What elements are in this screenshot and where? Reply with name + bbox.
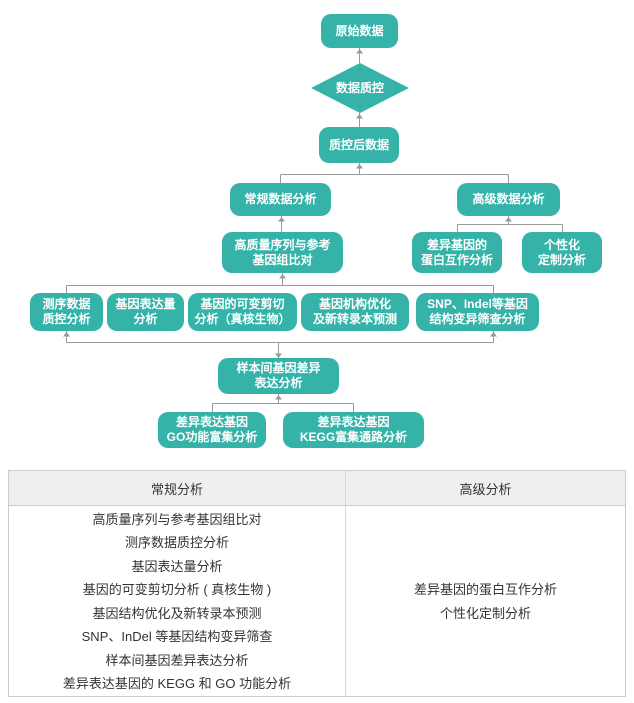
node-go-enrichment: 差异表达基因 GO功能富集分析 [158, 412, 266, 448]
table-row: 差异基因的蛋白互作分析 [413, 581, 557, 597]
node-advanced-analysis: 高级数据分析 [457, 183, 560, 216]
table-row: 差异表达基因的 KEGG 和 GO 功能分析 [62, 676, 292, 691]
table-header-regular: 常规分析 [9, 471, 346, 505]
arrowheads [63, 49, 512, 400]
table-row: 基因结构优化及新转录本预测 [92, 605, 262, 621]
table-body-row: 高质量序列与参考基因组比对 测序数据质控分析 基因表达量分析 基因的可变剪切分析… [9, 506, 625, 697]
node-gene-expression: 基因表达量 分析 [107, 293, 184, 331]
node-snp-indel: SNP、Indel等基因 结构变异筛查分析 [416, 293, 539, 331]
table-row: 基因的可变剪切分析 ( 真核生物 ) [82, 582, 272, 597]
table-row: 基因表达量分析 [131, 558, 223, 574]
node-differential-expression: 样本间基因差异 表达分析 [218, 358, 339, 394]
table-header-row: 常规分析 高级分析 [9, 471, 625, 506]
advanced-analysis-cell: 差异基因的蛋白互作分析 个性化定制分析 [346, 506, 625, 697]
node-custom-analysis: 个性化 定制分析 [522, 232, 602, 273]
table-row: 个性化定制分析 [439, 605, 531, 621]
node-raw-data: 原始数据 [321, 14, 398, 48]
table-row: SNP、InDel 等基因结构变异筛查 [81, 629, 273, 644]
table-row: 样本间基因差异表达分析 [105, 652, 249, 668]
node-protein-interaction: 差异基因的 蛋白互作分析 [412, 232, 502, 273]
node-post-qc-data: 质控后数据 [319, 127, 399, 163]
analysis-summary-table: 常规分析 高级分析 高质量序列与参考基因组比对 测序数据质控分析 基因表达量分析… [8, 470, 626, 697]
analysis-pipeline-diagram: 原始数据 数据质控 质控后数据 常规数据分析 高级数据分析 高质量序列与参考 基… [30, 14, 602, 448]
table-row: 测序数据质控分析 [124, 535, 229, 550]
table-row: 高质量序列与参考基因组比对 [92, 511, 262, 527]
node-alternative-splicing: 基因的可变剪切 分析（真核生物） [188, 293, 297, 331]
node-kegg-enrichment: 差异表达基因 KEGG富集通路分析 [283, 412, 424, 448]
node-regular-analysis: 常规数据分析 [230, 183, 331, 216]
node-structure-optimization: 基因机构优化 及新转录本预测 [301, 293, 409, 331]
node-genome-alignment: 高质量序列与参考 基因组比对 [222, 232, 343, 273]
table-header-advanced: 高级分析 [459, 481, 512, 497]
node-sequencing-qc: 测序数据 质控分析 [30, 293, 103, 331]
regular-analysis-cell: 高质量序列与参考基因组比对 测序数据质控分析 基因表达量分析 基因的可变剪切分析… [9, 506, 346, 697]
connector-lines [63, 48, 563, 412]
